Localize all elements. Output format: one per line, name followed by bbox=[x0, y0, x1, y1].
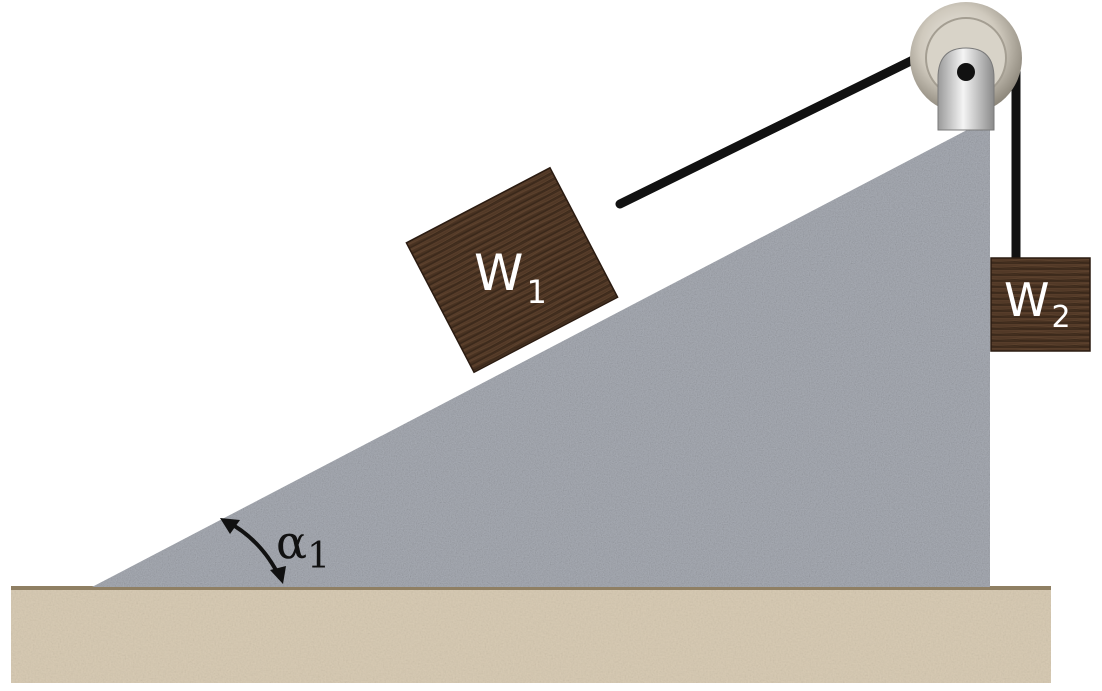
pulley-axle bbox=[957, 63, 975, 81]
ground-edge bbox=[11, 586, 1051, 590]
angle-label: α1 bbox=[276, 515, 330, 577]
ground bbox=[11, 587, 1051, 683]
block-w2-label: W2 bbox=[1004, 273, 1071, 335]
block-w1 bbox=[405, 166, 619, 374]
pulley bbox=[910, 2, 1022, 131]
block-w2 bbox=[990, 257, 1091, 352]
pulley-bracket bbox=[937, 47, 995, 131]
incline-wedge bbox=[92, 118, 990, 587]
rope-incline bbox=[615, 49, 930, 209]
block-w1-label: W1 bbox=[474, 244, 547, 311]
angle-arrow bbox=[220, 518, 286, 584]
